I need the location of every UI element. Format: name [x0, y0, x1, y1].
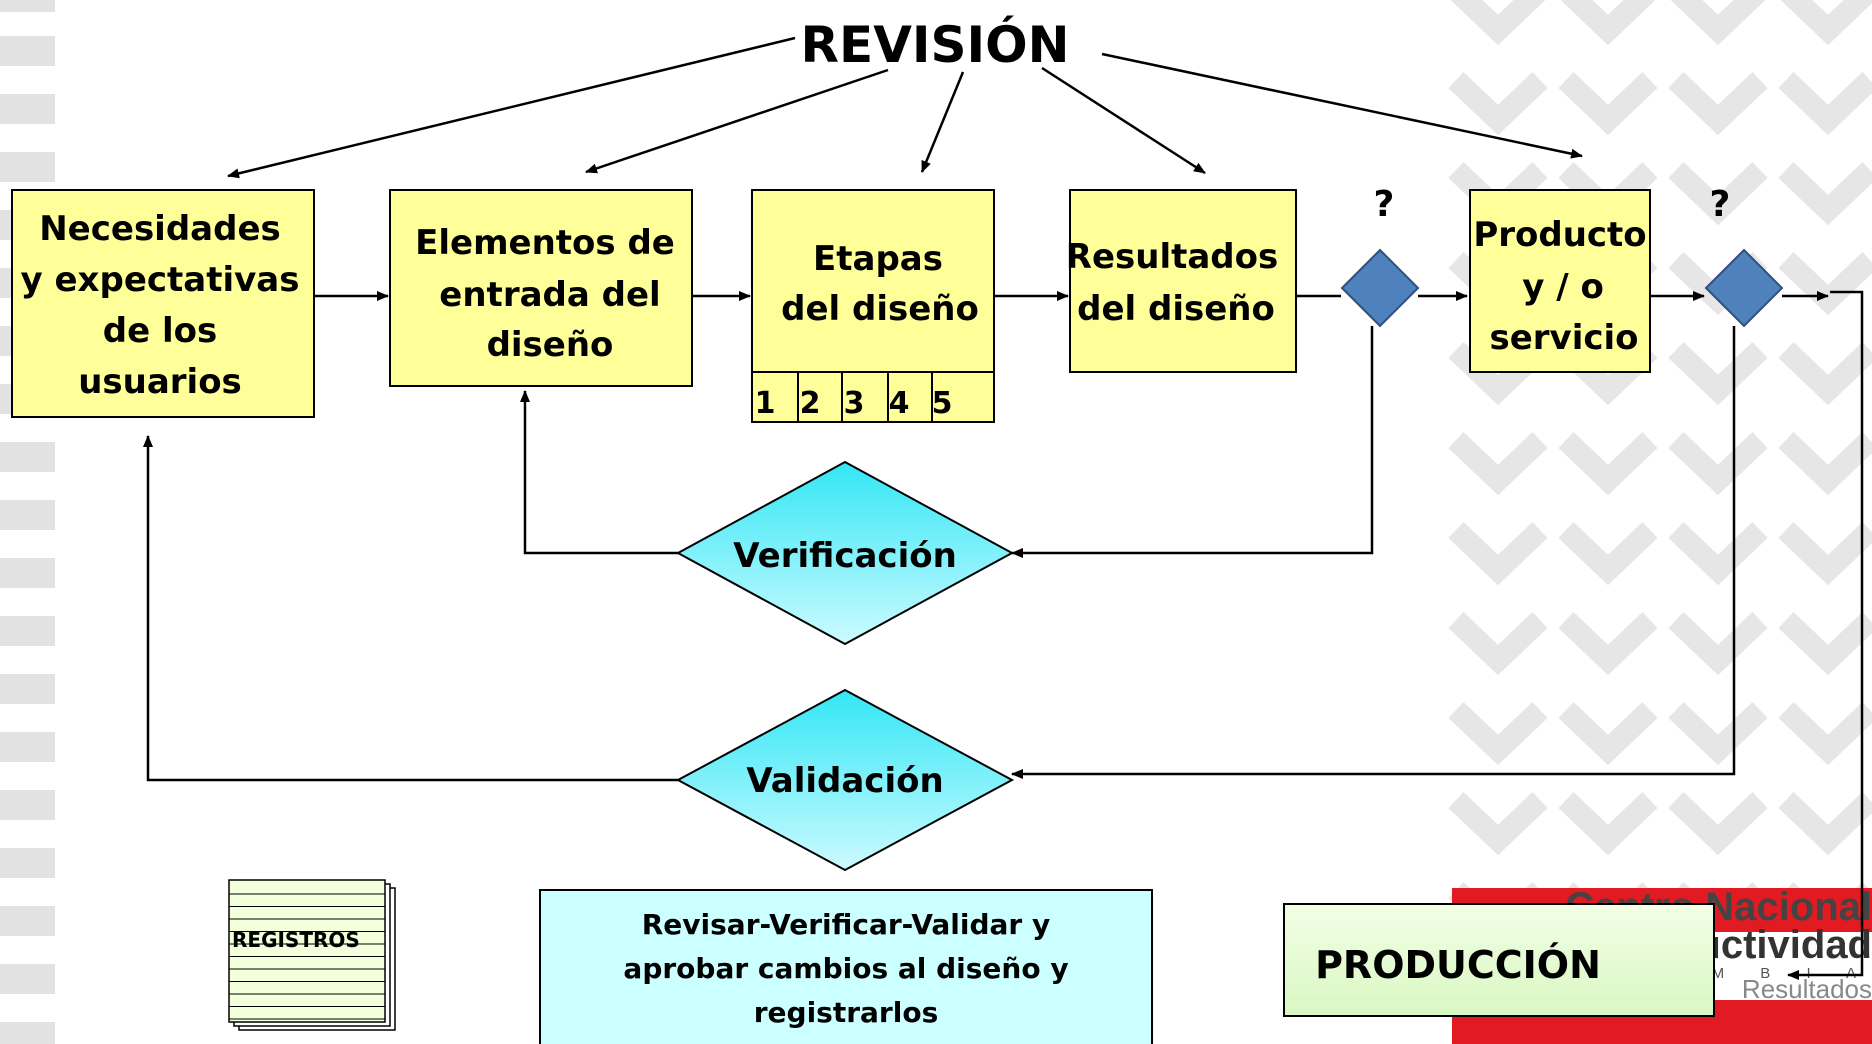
- chevron-shape: [1670, 0, 1766, 46]
- chevron-shape: [1778, 342, 1872, 406]
- chevron-shape: [1668, 612, 1768, 676]
- decision-mark-1: ?: [1374, 184, 1395, 225]
- production-box: PRODUCCIÓN: [1283, 903, 1715, 1017]
- chevron-shape: [1778, 432, 1872, 496]
- product-box: Producto y / o servicio: [1469, 189, 1651, 373]
- inputs-box: Elementos de entrada del diseño: [389, 189, 693, 387]
- results-box: Resultados del diseño: [1066, 189, 1297, 373]
- chevron-shape: [1558, 612, 1658, 676]
- chevron-shape: [1778, 612, 1872, 676]
- chevron-shape: [1668, 432, 1768, 496]
- chevron-shape: [1778, 702, 1872, 766]
- review-arrows: [227, 36, 1583, 179]
- chevron-shape: [1560, 0, 1656, 46]
- review-arrow-results: [1041, 66, 1206, 175]
- review-arrow-needs: [227, 36, 796, 179]
- chevron-shape: [1668, 162, 1768, 226]
- chevron-shape: [1778, 252, 1872, 316]
- chevron-shape: [1448, 432, 1548, 496]
- diagram-title: REVISIÓN: [801, 15, 1070, 74]
- chevron-shape: [1448, 522, 1548, 586]
- review-arrow-product: [1101, 52, 1583, 159]
- stages-box: Etapas del diseño 1 2 3 4 5: [751, 189, 995, 423]
- chevron-shape: [1448, 702, 1548, 766]
- chevron-shape: [1558, 432, 1658, 496]
- records-stack-icon: REGISTROS: [228, 879, 396, 1031]
- arrow-verification-to-inputs: [520, 390, 678, 555]
- arrow-validation-to-needs: [143, 435, 678, 782]
- decision-diamond-2: [1704, 248, 1784, 328]
- left-stripes-decoration: [0, 0, 55, 1044]
- needs-box: Necesidades y expectativas de los usuari…: [11, 189, 315, 418]
- chevron-shape: [1558, 522, 1658, 586]
- arrow-decision-to-validation: [1011, 326, 1736, 779]
- arrow-decision-to-verification: [1011, 326, 1374, 558]
- chevron-shape: [1448, 72, 1548, 136]
- chevron-shape: [1780, 0, 1872, 46]
- chevron-shape: [1668, 792, 1768, 856]
- chevron-shape: [1778, 792, 1872, 856]
- chevron-shape: [1668, 522, 1768, 586]
- review-arrow-inputs: [585, 68, 889, 174]
- note-box: Revisar-Verificar-Validar y aprobar camb…: [539, 889, 1153, 1044]
- chevron-shape: [1778, 162, 1872, 226]
- chevron-shape: [1558, 702, 1658, 766]
- chevron-shape: [1778, 72, 1872, 136]
- chevron-shape: [1448, 792, 1548, 856]
- chevron-shape: [1668, 72, 1768, 136]
- chevron-shape: [1558, 72, 1658, 136]
- flow-arrows: [143, 290, 1864, 980]
- chevron-shape: [1450, 0, 1546, 46]
- chevron-shape: [1668, 702, 1768, 766]
- chevron-shape: [1668, 342, 1768, 406]
- review-arrow-stages: [920, 71, 965, 173]
- verification-diamond: Verificación: [675, 460, 1015, 646]
- chevron-shape: [1778, 522, 1872, 586]
- chevron-shape: [1558, 792, 1658, 856]
- decision-diamond-1: [1340, 248, 1420, 328]
- chevron-shape: [1448, 612, 1548, 676]
- arrow-to-production: [1787, 290, 1864, 980]
- chevron-pattern-decoration: [1448, 0, 1872, 1036]
- validation-diamond: Validación: [675, 688, 1015, 872]
